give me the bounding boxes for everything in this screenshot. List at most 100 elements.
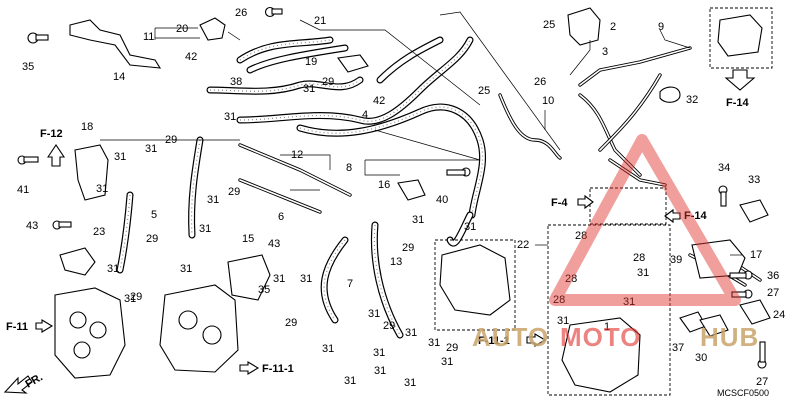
- callout-29i: 29: [130, 291, 142, 303]
- callout-13: 13: [390, 256, 402, 268]
- callout-3: 3: [602, 46, 608, 58]
- callout-35b: 35: [258, 284, 270, 296]
- callout-31t: 31: [322, 343, 334, 355]
- callout-8: 8: [346, 162, 352, 174]
- callout-21: 21: [314, 15, 326, 27]
- callout-43b: 43: [268, 238, 280, 250]
- callout-15: 15: [242, 233, 254, 245]
- union-18: [74, 144, 109, 201]
- callout-31p: 31: [623, 296, 635, 308]
- callout-31r: 31: [557, 315, 569, 327]
- callout-numbers: 35 14 11 20 26 21 42 38 19 29 31 42 31 4…: [17, 7, 785, 389]
- clamp-33: [739, 199, 769, 223]
- callout-5: 5: [151, 209, 157, 221]
- callout-27: 27: [767, 287, 779, 299]
- callout-26: 26: [235, 7, 247, 19]
- callout-31g: 31: [199, 223, 211, 235]
- callout-19: 19: [305, 56, 317, 68]
- callout-29b: 29: [165, 134, 177, 146]
- diagram-code: MCSCF0500: [717, 388, 769, 398]
- bracket-17: [691, 239, 746, 279]
- callout-12: 12: [291, 149, 303, 161]
- valve-9: [717, 14, 763, 57]
- ref-f14-top: F-14: [726, 97, 750, 109]
- callout-35: 35: [22, 61, 34, 73]
- valve-box-9: [709, 7, 773, 69]
- bracket-23: [59, 247, 96, 276]
- arrow-f14-top: [724, 69, 756, 91]
- callout-31u: 31: [373, 347, 385, 359]
- callout-38: 38: [230, 76, 242, 88]
- callout-16: 16: [378, 179, 390, 191]
- watermark-triangle: [549, 134, 741, 306]
- hose-group: [116, 36, 487, 339]
- callout-31v: 31: [428, 337, 440, 349]
- callout-29g: 29: [383, 320, 395, 332]
- ref-f111-mid: F-11-1: [478, 335, 510, 347]
- clip-16: [397, 179, 426, 201]
- callout-23: 23: [93, 226, 105, 238]
- callout-14: 14: [113, 71, 125, 83]
- callout-36: 36: [767, 270, 779, 282]
- callout-20: 20: [176, 23, 188, 35]
- rear-caliper: [439, 244, 511, 316]
- bolt-27b: [757, 341, 767, 369]
- arrow-f11: [35, 319, 54, 333]
- bolt-41: [17, 155, 39, 165]
- callout-40: 40: [436, 194, 448, 206]
- watermark-middle: MOTO: [560, 322, 642, 352]
- f4-box: [589, 187, 667, 225]
- callout-31n: 31: [637, 267, 649, 279]
- callout-7: 7: [347, 278, 353, 290]
- callout-25: 25: [543, 19, 555, 31]
- ref-f14-mid: F-14: [684, 210, 708, 222]
- callout-34: 34: [718, 162, 730, 174]
- callout-31w: 31: [441, 356, 453, 368]
- abs-modulator-box: [547, 224, 671, 396]
- callout-37: 37: [672, 342, 684, 354]
- callout-26b: 26: [534, 76, 546, 88]
- joint-24: [739, 299, 771, 325]
- bracket-15: [227, 254, 271, 301]
- clamp-20: [199, 17, 226, 41]
- callout-31b: 31: [224, 111, 236, 123]
- callout-31j: 31: [107, 263, 119, 275]
- callout-31i: 31: [464, 221, 476, 233]
- callout-31l: 31: [273, 273, 285, 285]
- callout-30: 30: [695, 352, 707, 364]
- callout-29e: 29: [402, 242, 414, 254]
- callout-4: 4: [362, 109, 368, 121]
- clamp-19: [337, 54, 369, 73]
- watermark-prefix: AUTO: [472, 322, 549, 352]
- callout-31m: 31: [300, 273, 312, 285]
- arrow-f111-bottom: [239, 361, 260, 375]
- callout-31o: 31: [124, 293, 136, 305]
- callout-31: 31: [303, 83, 315, 95]
- callout-31d: 31: [114, 151, 126, 163]
- arrow-f4: [577, 194, 594, 210]
- callout-29f: 29: [285, 317, 297, 329]
- callout-28c: 28: [565, 273, 577, 285]
- callout-24: 24: [773, 309, 785, 321]
- arrow-f111-mid: [526, 333, 547, 347]
- callout-32: 32: [686, 94, 698, 106]
- rear-caliper-box: [434, 239, 516, 331]
- callout-29h: 29: [446, 342, 458, 354]
- callout-28: 28: [575, 230, 587, 242]
- ref-f12: F-12: [40, 128, 63, 140]
- callout-42b: 42: [373, 95, 385, 107]
- arrow-f14-mid: [664, 208, 681, 224]
- callout-2: 2: [610, 21, 616, 33]
- callout-31x: 31: [344, 375, 356, 387]
- bolt-35: [27, 32, 49, 44]
- callout-31h: 31: [412, 214, 424, 226]
- ref-f4: F-4: [551, 197, 568, 209]
- callout-11: 11: [143, 31, 154, 43]
- fr-arrow: [3, 375, 33, 394]
- callout-17: 17: [750, 249, 762, 261]
- watermark-logo: AUTO MOTO HUB: [472, 134, 758, 352]
- callout-9: 9: [658, 21, 664, 33]
- callout-27b: 27: [756, 376, 768, 388]
